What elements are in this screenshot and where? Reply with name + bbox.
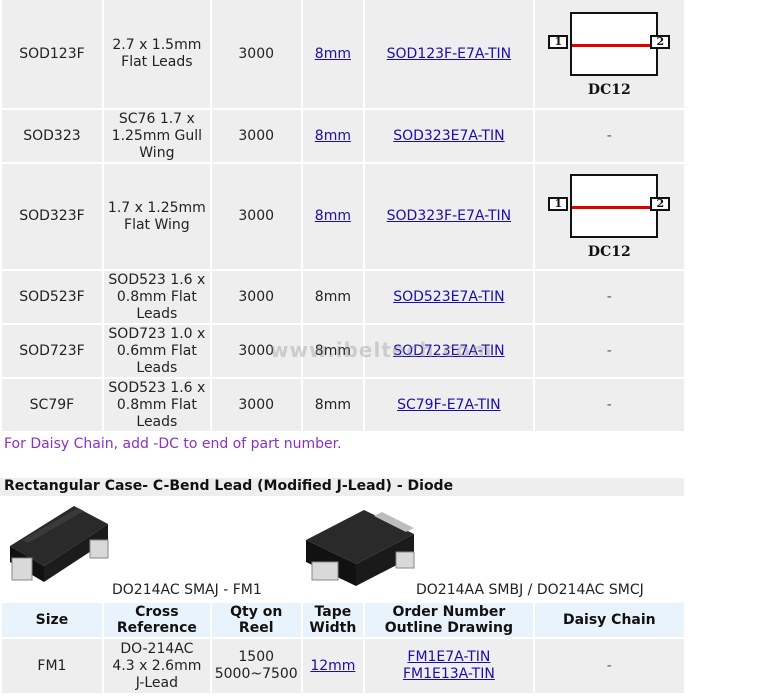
header-tape-width: Tape Width — [302, 603, 364, 637]
drawing-trace — [572, 43, 657, 47]
qty-line: 1500 — [238, 649, 275, 665]
order-number-link[interactable]: SOD723E7A-TIN — [393, 342, 505, 359]
header-order-number: Order Number Outline Drawing — [365, 603, 533, 637]
drawing-body — [570, 174, 659, 238]
size-cell: SOD323F — [2, 164, 102, 269]
header-cross-reference: Cross Reference — [103, 603, 210, 637]
drawing-trace — [572, 206, 657, 209]
qty-on-reel-cell: 3000 — [211, 0, 301, 108]
header-qty-on-reel: Qty on Reel — [211, 603, 301, 637]
smbj-package-image — [306, 510, 415, 586]
daisy-chain-label: DC12 — [587, 244, 631, 260]
size-cell: SOD123F — [2, 0, 102, 108]
fm1-parts-table: Size Cross Reference Qty on Reel Tape Wi… — [0, 601, 686, 695]
order-number-link[interactable]: SOD323E7A-TIN — [393, 127, 505, 144]
tape-width-cell: 8mm — [302, 164, 364, 269]
tape-width-link[interactable]: 8mm — [314, 45, 351, 62]
order-number-cell: SOD523E7A-TIN — [365, 271, 533, 323]
qty-on-reel-cell: 1500 5000~7500 — [211, 639, 301, 693]
drawing-body — [570, 11, 659, 76]
order-number-cell: SOD123F-E7A-TIN — [365, 0, 533, 108]
qty-on-reel-cell: 3000 — [211, 325, 301, 377]
size-cell: FM1 — [2, 639, 102, 693]
cross-reference-line: DO-214AC — [120, 640, 194, 657]
tape-width-cell: 8mm — [302, 110, 364, 162]
smbj-package-caption: DO214AA SMBJ / DO214AC SMCJ — [416, 582, 644, 598]
order-number-cell: SOD323E7A-TIN — [365, 110, 533, 162]
pin-1-label: 1 — [548, 34, 569, 49]
cross-reference-line: 4.3 x 2.6mm — [112, 657, 202, 674]
qty-on-reel-cell: 3000 — [211, 271, 301, 323]
pin-1-label: 1 — [548, 197, 569, 211]
cross-reference-cell: DO-214AC 4.3 x 2.6mm J-Lead — [103, 639, 210, 693]
pin-2-label: 2 — [650, 34, 671, 49]
daisy-chain-cell: - — [534, 110, 684, 162]
daisy-chain-cell: - — [534, 325, 684, 377]
tape-width-cell: 12mm — [302, 639, 364, 693]
pin-2-label: 2 — [650, 197, 671, 211]
table-row: FM1 DO-214AC 4.3 x 2.6mm J-Lead 1500 500… — [2, 639, 684, 693]
table-header-row: Size Cross Reference Qty on Reel Tape Wi… — [2, 603, 684, 637]
order-number-link[interactable]: SOD323F-E7A-TIN — [386, 208, 512, 224]
qty-on-reel-cell: 3000 — [211, 379, 301, 431]
header-daisy-chain: Daisy Chain — [534, 603, 684, 637]
tape-width-cell: 8mm — [302, 379, 364, 431]
section-header-bar — [0, 478, 684, 496]
cross-reference-cell: SOD523 1.6 x 0.8mm Flat Leads — [103, 271, 210, 323]
order-number-cell: FM1E7A-TIN FM1E13A-TIN — [365, 639, 533, 693]
cross-reference-cell: SOD523 1.6 x 0.8mm Flat Leads — [103, 379, 210, 431]
section-title: Rectangular Case- C-Bend Lead (Modified … — [4, 478, 454, 494]
order-number-link[interactable]: FM1E7A-TIN — [407, 649, 491, 665]
daisy-chain-note: For Daisy Chain, add -DC to end of part … — [4, 436, 342, 452]
tape-width-link[interactable]: 12mm — [310, 657, 356, 674]
smaj-package-caption: DO214AC SMAJ - FM1 — [112, 582, 262, 598]
cross-reference-cell: SOD723 1.0 x 0.6mm Flat Leads — [103, 325, 210, 377]
smaj-package-image — [10, 506, 109, 582]
size-cell: SOD723F — [2, 325, 102, 377]
daisy-chain-label: DC12 — [587, 81, 631, 98]
qty-on-reel-cell: 3000 — [211, 110, 301, 162]
cross-reference-cell: SC76 1.7 x 1.25mm Gull Wing — [103, 110, 210, 162]
order-number-link[interactable]: SC79F-E7A-TIN — [397, 396, 501, 413]
size-cell: SC79F — [2, 379, 102, 431]
qty-line: 5000~7500 — [214, 666, 298, 682]
order-number-cell: SOD723E7A-TIN — [365, 325, 533, 377]
tape-width-link[interactable]: 8mm — [314, 127, 351, 144]
tape-width-cell: 8mm — [302, 271, 364, 323]
tape-width-cell: 8mm — [302, 0, 364, 108]
order-number-link[interactable]: SOD123F-E7A-TIN — [386, 45, 512, 62]
cross-reference-cell: 1.7 x 1.25mm Flat Wing — [103, 164, 210, 269]
order-number-cell: SOD323F-E7A-TIN — [365, 164, 533, 269]
daisy-chain-cell: - — [534, 271, 684, 323]
daisy-chain-cell: - — [534, 379, 684, 431]
tape-width-link[interactable]: 8mm — [314, 208, 351, 224]
tape-width-cell: 8mm — [302, 325, 364, 377]
daisy-chain-cell: - — [534, 639, 684, 693]
size-cell: SOD523F — [2, 271, 102, 323]
order-number-cell: SC79F-E7A-TIN — [365, 379, 533, 431]
order-number-link[interactable]: SOD523E7A-TIN — [393, 288, 505, 305]
cross-reference-cell: 2.7 x 1.5mm Flat Leads — [103, 0, 210, 108]
qty-on-reel-cell: 3000 — [211, 164, 301, 269]
cross-reference-line: J-Lead — [135, 674, 179, 691]
size-cell: SOD323 — [2, 110, 102, 162]
order-number-link[interactable]: FM1E13A-TIN — [402, 666, 495, 682]
header-size: Size — [2, 603, 102, 637]
